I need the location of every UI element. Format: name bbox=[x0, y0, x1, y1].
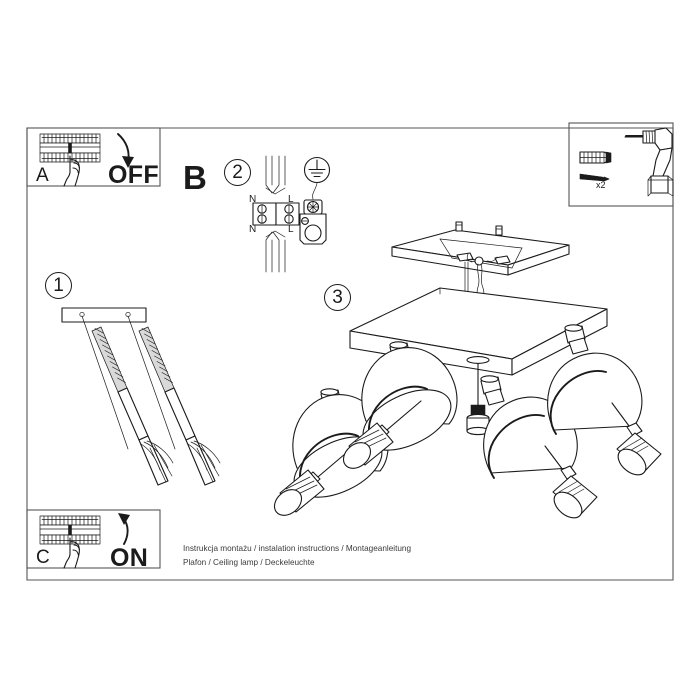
page-frame bbox=[26, 127, 674, 581]
step-2-graphic bbox=[252, 155, 331, 273]
arrow-down-curved-icon bbox=[117, 133, 134, 168]
terminal-label-l-top: L bbox=[288, 194, 294, 205]
cable-gland-connector-icon bbox=[299, 199, 327, 245]
terminal-block-icon bbox=[252, 155, 300, 273]
center-downrod bbox=[466, 356, 490, 436]
earth-ground-symbol-icon bbox=[303, 156, 331, 200]
mounting-plate-with-screws-icon bbox=[61, 307, 221, 486]
spotlight-arm-2 bbox=[342, 341, 458, 469]
hand-pointing-icon bbox=[63, 537, 81, 569]
terminal-label-l-bottom: L bbox=[288, 224, 294, 235]
lamp-base-plate bbox=[349, 287, 608, 376]
step-number-1: 1 bbox=[45, 272, 72, 299]
wall-plug-icon bbox=[579, 151, 612, 164]
group-b-letter: B bbox=[183, 159, 207, 196]
terminal-label-n-top: N bbox=[249, 194, 257, 205]
document-caption: Instrukcja montażu / instalation instruc… bbox=[183, 542, 411, 569]
ceiling-lamp-four-spotlights-icon bbox=[273, 221, 662, 519]
step-number-2: 2 bbox=[224, 159, 251, 186]
hand-pointing-icon bbox=[63, 155, 81, 187]
caption-line-1: Instrukcja montażu / instalation instruc… bbox=[183, 544, 412, 553]
power-off-label: OFF bbox=[108, 161, 159, 189]
step-1-graphic bbox=[61, 307, 221, 486]
panel-power-on bbox=[26, 509, 161, 569]
panel-tools bbox=[568, 122, 674, 207]
step-3-graphic bbox=[273, 221, 662, 519]
caption-line-2: Plafon / Ceiling lamp / Deckeleuchte bbox=[183, 557, 315, 567]
arrow-up-curved-icon bbox=[118, 513, 130, 545]
panel-power-off bbox=[26, 127, 161, 187]
terminal-label-n-bottom: N bbox=[249, 224, 257, 235]
step-number-3: 3 bbox=[324, 284, 351, 311]
screw-icon bbox=[579, 173, 610, 182]
spotlight-arm-4 bbox=[547, 324, 662, 476]
ceiling-mount-plate bbox=[391, 221, 570, 301]
panel-c-letter: C bbox=[36, 547, 50, 568]
panel-a-letter: A bbox=[36, 165, 49, 186]
tool-quantity-label: x2 bbox=[596, 180, 606, 190]
power-on-label: ON bbox=[110, 544, 149, 572]
power-drill-icon bbox=[624, 127, 674, 197]
